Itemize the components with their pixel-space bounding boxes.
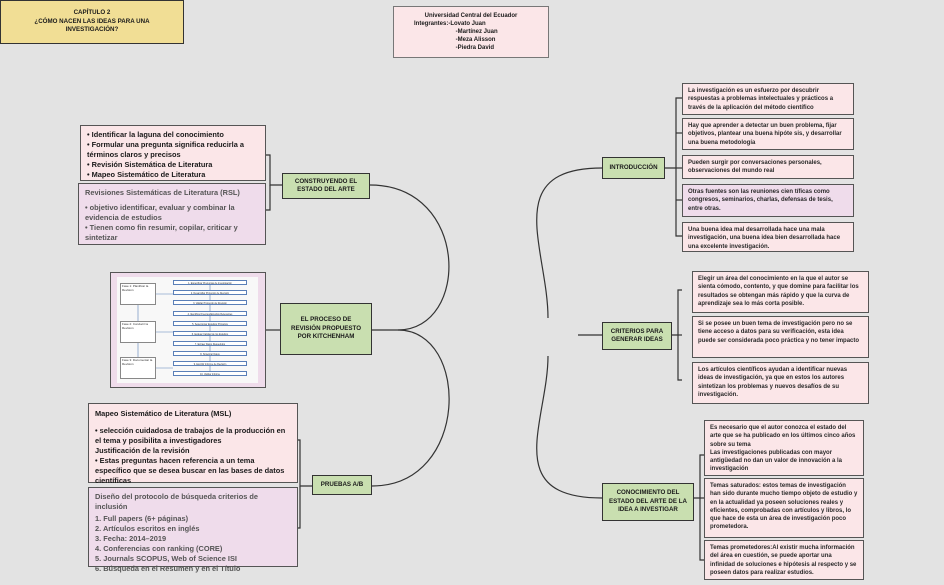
intro-note: Una buena idea mal desarrollada hace una…	[682, 222, 854, 252]
conocimiento-note: Temas saturados: estos temas de investig…	[704, 478, 864, 538]
list-item: • objetivo identificar, evaluar y combin…	[85, 202, 235, 222]
header-line: Integrantes:-Lovato Juan	[414, 21, 486, 28]
branch-introduccion: INTRODUCCIÓN	[602, 157, 665, 179]
branch-pruebas: PRUEBAS A/B	[312, 475, 372, 495]
step-box: 4. Identificar Fuentes/Estudios Relevant…	[173, 311, 247, 316]
msl-title: Mapeo Sistemático de Literatura (MSL)	[95, 409, 232, 418]
rsl-title: Revisiones Sistemáticas de Literatura (R…	[85, 188, 240, 197]
intro-note: Hay que aprender a detectar un buen prob…	[682, 118, 854, 150]
list-item: • Formular una pregunta significa reduci…	[87, 139, 245, 159]
protocolo-title: Diseño del protocolo de búsqueda criteri…	[95, 492, 259, 511]
list-item: 4. Conferencias con ranking (CORE)	[95, 543, 223, 553]
branch-construyendo: CONSTRUYENDO EL ESTADO DEL ARTE	[282, 173, 370, 199]
step-box: 1. Especificar Preguntas de Investigació…	[173, 280, 247, 285]
header-line: Universidad Central del Ecuador	[424, 13, 518, 19]
branch-conocimiento: CONOCIMIENTO DEL ESTADO DEL ARTE DE LA I…	[602, 483, 694, 521]
list-item: • Mapeo Sistemático de Literatura	[87, 169, 206, 179]
list-item: • Revisión Sistemática de Literatura	[87, 159, 213, 169]
list-item: 5. Journals SCOPUS, Web of Science ISI	[95, 553, 237, 563]
step-box: 7. Extraer Datos Requeridos	[173, 341, 247, 346]
intro-note: La investigación es un esfuerzo por desc…	[682, 83, 854, 115]
step-box: 2. Desarrollar Protocolo de Revisión	[173, 290, 247, 295]
header-box: Universidad Central del Ecuador Integran…	[393, 6, 549, 58]
conocimiento-note: Es necesario que el autor conozca el est…	[704, 420, 864, 476]
criterio-note: Los artículos científicos ayudan a ident…	[692, 362, 869, 404]
step-box: 9. Escribir Informe de Revisión	[173, 361, 247, 366]
protocolo-box: Diseño del protocolo de búsqueda criteri…	[88, 487, 298, 573]
branch-proceso: EL PROCESO DE REVISIÓN PROPUESTO POR KIT…	[280, 303, 372, 355]
note-text: Es necesario que el autor conozca el est…	[710, 425, 856, 448]
central-line-2: ¿CÓMO NACEN LAS IDEAS PARA UNA INVESTIGA…	[34, 17, 150, 34]
central-line-1: CAPÍTULO 2	[73, 9, 111, 17]
list-item: 2. Artículos escritos en inglés	[95, 523, 200, 533]
step-box: 3. Validar Protocolo de Revisión	[173, 300, 247, 305]
msl-box: Mapeo Sistemático de Literatura (MSL) • …	[88, 403, 298, 485]
phase-label: Fase 1: Planificar la Revisión	[120, 283, 156, 305]
list-item: • Tienen como fin resumir, copilar, crit…	[85, 222, 238, 242]
branch-criterios: CRITERIOS PARA GENERAR IDEAS	[602, 322, 672, 350]
list-item: 1. Full papers (6+ páginas)	[95, 513, 189, 523]
list-item: 3. Fecha: 2014–2019	[95, 533, 167, 543]
list-item: • Identificar la laguna del conocimiento	[87, 130, 224, 139]
phase-label: Fase 2: Conducir la Revisión	[120, 321, 156, 343]
intro-note: Pueden surgir por conversaciones persona…	[682, 155, 854, 179]
step-box: 6. Evaluar Calidad de los Estudios	[173, 331, 247, 336]
step-box: 8. Sintetizar Datos	[173, 351, 247, 356]
list-item: • Estas preguntas hacen referencia a un …	[95, 455, 285, 485]
criterio-note: Elegir un área del conocimiento en la qu…	[692, 271, 869, 313]
header-line: -Piedra David	[414, 45, 495, 52]
conocimiento-note: Temas prometedores:Al existir mucha info…	[704, 540, 864, 580]
phase-label: Fase 3: Documentar la Revisión	[120, 357, 156, 379]
rsl-box: Revisiones Sistemáticas de Literatura (R…	[78, 183, 266, 245]
construyendo-list: • Identificar la laguna del conocimiento…	[80, 125, 266, 181]
criterio-note: Si se posee un buen tema de investigació…	[692, 316, 869, 358]
step-box: 10. Validar Informe	[173, 371, 247, 376]
figure-arrows	[137, 285, 211, 371]
central-topic: CAPÍTULO 2 ¿CÓMO NACEN LAS IDEAS PARA UN…	[0, 0, 184, 44]
kitchenham-figure: Fase 1: Planificar la Revisión Fase 2: C…	[117, 277, 258, 383]
list-item: • selección cuidadosa de trabajos de la …	[95, 425, 286, 445]
note-text: Las investigaciones publicadas con mayor…	[710, 449, 843, 473]
header-line: -Meza Alisson	[414, 37, 496, 44]
header-line: -Martínez Juan	[414, 29, 498, 36]
intro-note: Otras fuentes son las reuniones cien tíf…	[682, 184, 854, 217]
step-box: 5. Seleccionar Estudios Primarios	[173, 321, 247, 326]
list-item: 6. Búsqueda en el Resumen y en el Título	[95, 563, 241, 573]
list-item: Justificación de la revisión	[95, 445, 190, 455]
